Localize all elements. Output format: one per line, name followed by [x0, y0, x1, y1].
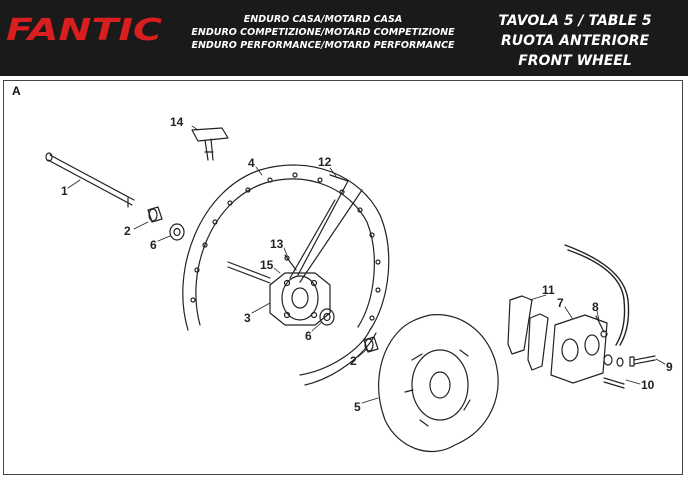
logo-wordmark: FANTIC — [6, 13, 162, 48]
spoke — [297, 174, 349, 276]
section-letter: A — [12, 84, 21, 98]
callout-14: 14 — [170, 115, 184, 129]
callout-7: 7 — [557, 296, 564, 310]
callout-2: 2 — [124, 224, 131, 238]
model-line-2: ENDURO COMPETIZIONE/MOTARD COMPETIZIONE — [191, 27, 455, 38]
tyre-valve — [191, 127, 229, 161]
spacer — [147, 206, 163, 223]
rim — [182, 164, 390, 386]
model-line-3: ENDURO PERFORMANCE/MOTARD PERFORMANCE — [191, 40, 455, 51]
callout-8: 8 — [592, 300, 599, 314]
callout-3: 3 — [244, 311, 251, 325]
callout-13: 13 — [270, 237, 284, 251]
table-title: TAVOLA 5 / TABLE 5 RUOTA ANTERIORE FRONT… — [470, 11, 680, 71]
spacer — [363, 336, 379, 353]
spoke-nipple — [284, 254, 297, 271]
callout-12: 12 — [318, 155, 332, 169]
title-english: FRONT WHEEL — [518, 53, 632, 69]
caliper-bolt — [629, 355, 656, 367]
callout-5: 5 — [354, 400, 361, 414]
brake-pads — [507, 295, 549, 371]
callout-6: 6 — [305, 329, 312, 343]
fantic-logo: FANTIC — [6, 13, 162, 48]
callout-9: 9 — [666, 360, 673, 374]
bleed-screw — [595, 315, 608, 338]
callout-10: 10 — [641, 378, 655, 392]
bearing — [319, 308, 335, 326]
header-bar: FANTIC ENDURO CASA/MOTARD CASA ENDURO CO… — [0, 0, 688, 76]
axle — [45, 152, 135, 208]
hub — [269, 272, 331, 326]
callout-15: 15 — [260, 258, 274, 272]
model-line-1: ENDURO CASA/MOTARD CASA — [243, 14, 403, 25]
callout-6: 6 — [150, 238, 157, 252]
callout-11: 11 — [542, 283, 555, 297]
washers — [603, 354, 625, 389]
callout-4: 4 — [248, 156, 255, 170]
hub-pin — [227, 261, 271, 284]
diagram-frame — [3, 80, 683, 475]
brake-caliper — [550, 314, 608, 384]
brake-disc — [378, 314, 499, 453]
bearing — [169, 223, 185, 241]
title-italian: RUOTA ANTERIORE — [500, 33, 650, 49]
model-list: ENDURO CASA/MOTARD CASA ENDURO COMPETIZI… — [178, 13, 468, 52]
leader-lines — [67, 125, 666, 404]
table-number: TAVOLA 5 / TABLE 5 — [498, 13, 652, 29]
callout-2: 2 — [350, 354, 357, 368]
callout-1: 1 — [61, 184, 68, 198]
